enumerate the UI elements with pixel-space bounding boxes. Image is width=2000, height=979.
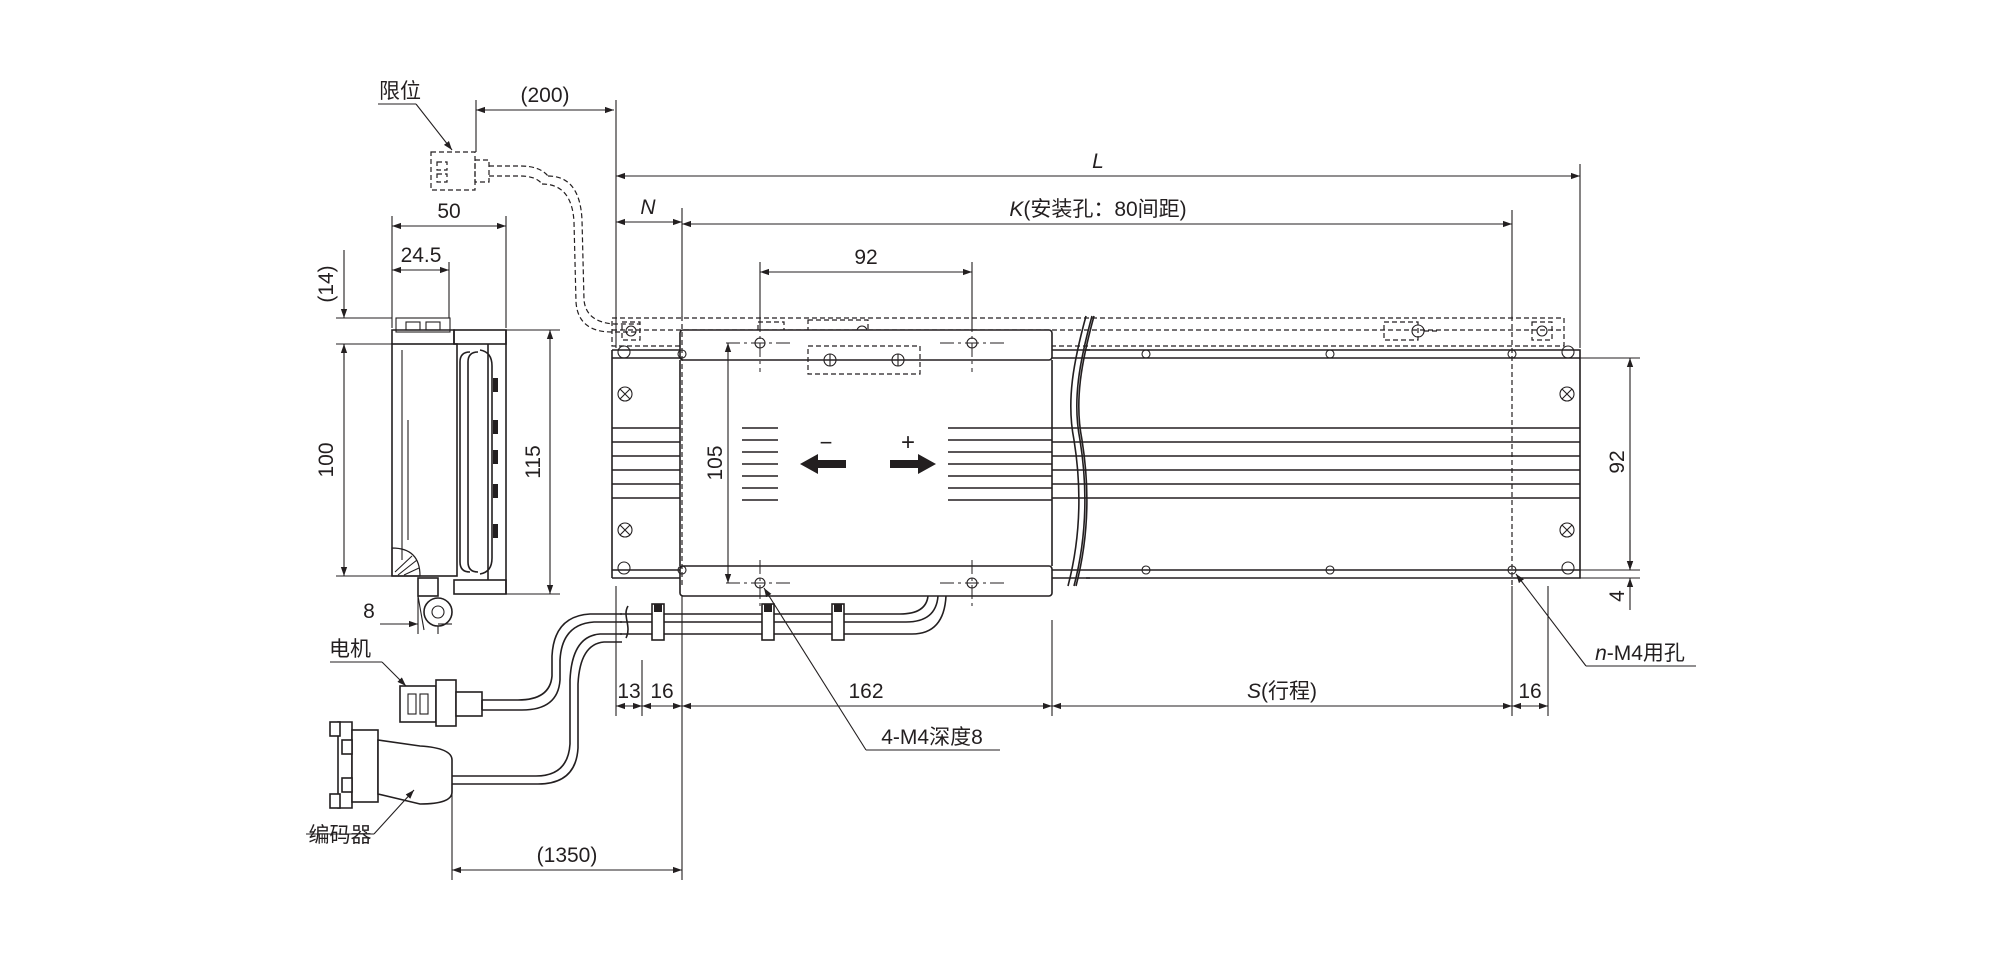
- dim-S-var: S: [1247, 680, 1261, 703]
- mount-holes-text: -M4用孔: [1607, 642, 1685, 665]
- mount-holes-var: n: [1595, 642, 1607, 665]
- dim-K-var: K: [1009, 198, 1024, 221]
- front-dimensions: L N K(安装孔：80间距) 92 105 92 4: [451, 100, 1696, 880]
- dim-50: 50: [437, 200, 460, 223]
- sensor-rail: [611, 317, 1565, 347]
- dim-16-right: 16: [1518, 680, 1541, 703]
- dim-S: S(行程): [1247, 680, 1317, 703]
- actuator-front-view: − +: [611, 315, 1581, 610]
- limit-connector: 限位 (200): [378, 80, 640, 333]
- dim-K: K(安装孔：80间距): [1009, 198, 1186, 221]
- dim-92-right: 92: [1606, 450, 1629, 473]
- dim-8: 8: [363, 600, 375, 623]
- dim-16-left: 16: [650, 680, 673, 703]
- limit-label: 限位: [379, 80, 421, 103]
- motor-connector: [399, 685, 437, 723]
- arrow-left-icon: [800, 454, 846, 474]
- arrow-right-icon: [890, 454, 936, 474]
- dim-L: L: [1092, 150, 1104, 173]
- dim-92-top: 92: [854, 246, 877, 269]
- encoder-connector: [351, 729, 379, 803]
- side-dimensions: 50 24.5 (14) 100 115 8: [315, 200, 560, 634]
- dim-4: 4: [1606, 590, 1629, 602]
- dim-N: N: [640, 196, 656, 219]
- dim-1350: (1350): [537, 844, 598, 867]
- dim-K-text: (安装孔：80间距): [1023, 198, 1186, 221]
- dim-100: 100: [315, 442, 338, 477]
- motor-label: 电机: [329, 638, 371, 661]
- slider-top-plate: [679, 329, 1053, 361]
- cables: 电机 编码器: [306, 595, 947, 847]
- dim-24-5: 24.5: [401, 244, 442, 267]
- dim-13: 13: [617, 680, 640, 703]
- encoder-label: 编码器: [309, 824, 372, 847]
- dim-115: 115: [522, 445, 545, 478]
- dim-105: 105: [704, 445, 727, 480]
- side-view: [391, 317, 507, 631]
- direction-plus: +: [901, 429, 915, 456]
- dim-200: (200): [520, 84, 569, 107]
- slider-bottom-plate: [679, 565, 1053, 597]
- dim-S-text: (行程): [1261, 680, 1317, 703]
- dim-162: 162: [848, 680, 883, 703]
- side-body: [391, 343, 458, 577]
- dim-14: (14): [315, 265, 338, 302]
- direction-minus: −: [820, 430, 833, 455]
- tapped-holes-label: 4-M4深度8: [881, 726, 983, 749]
- mount-holes-label: n-M4用孔: [1595, 642, 1685, 665]
